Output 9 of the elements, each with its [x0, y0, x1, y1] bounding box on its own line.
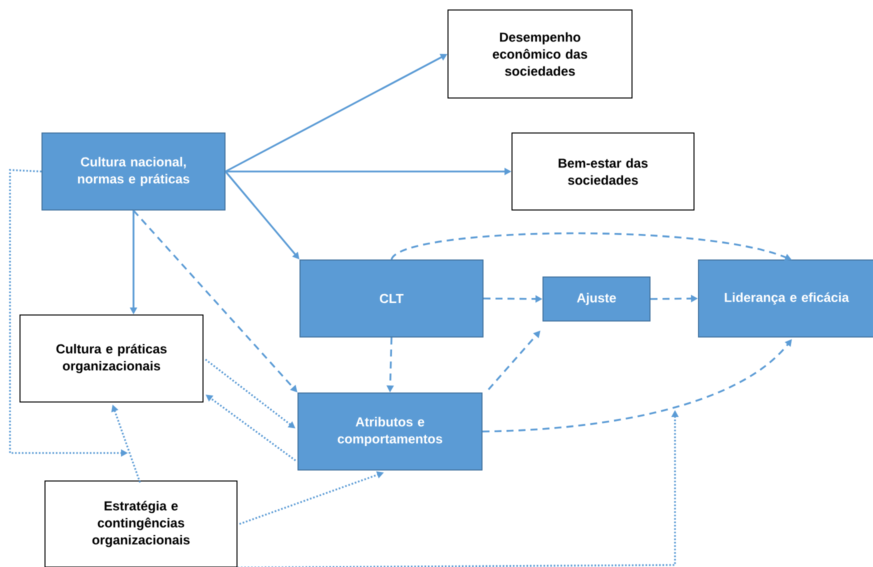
outcome-box: Bem-estar das sociedades: [512, 132, 694, 210]
process-box: Liderança e eficácia: [698, 260, 873, 338]
process-box: CLT: [300, 260, 484, 338]
process-box: Cultura nacional, normas e práticas: [42, 132, 226, 210]
outcome-box: Cultura e práticas organizacionais: [20, 314, 204, 402]
process-box: Atributos e comportamentos: [298, 392, 482, 470]
outcome-box: Estratégia e contingências organizacionais: [44, 480, 238, 567]
process-box: Ajuste: [542, 276, 650, 322]
outcome-box: Desempenho econômico das sociedades: [448, 10, 632, 98]
